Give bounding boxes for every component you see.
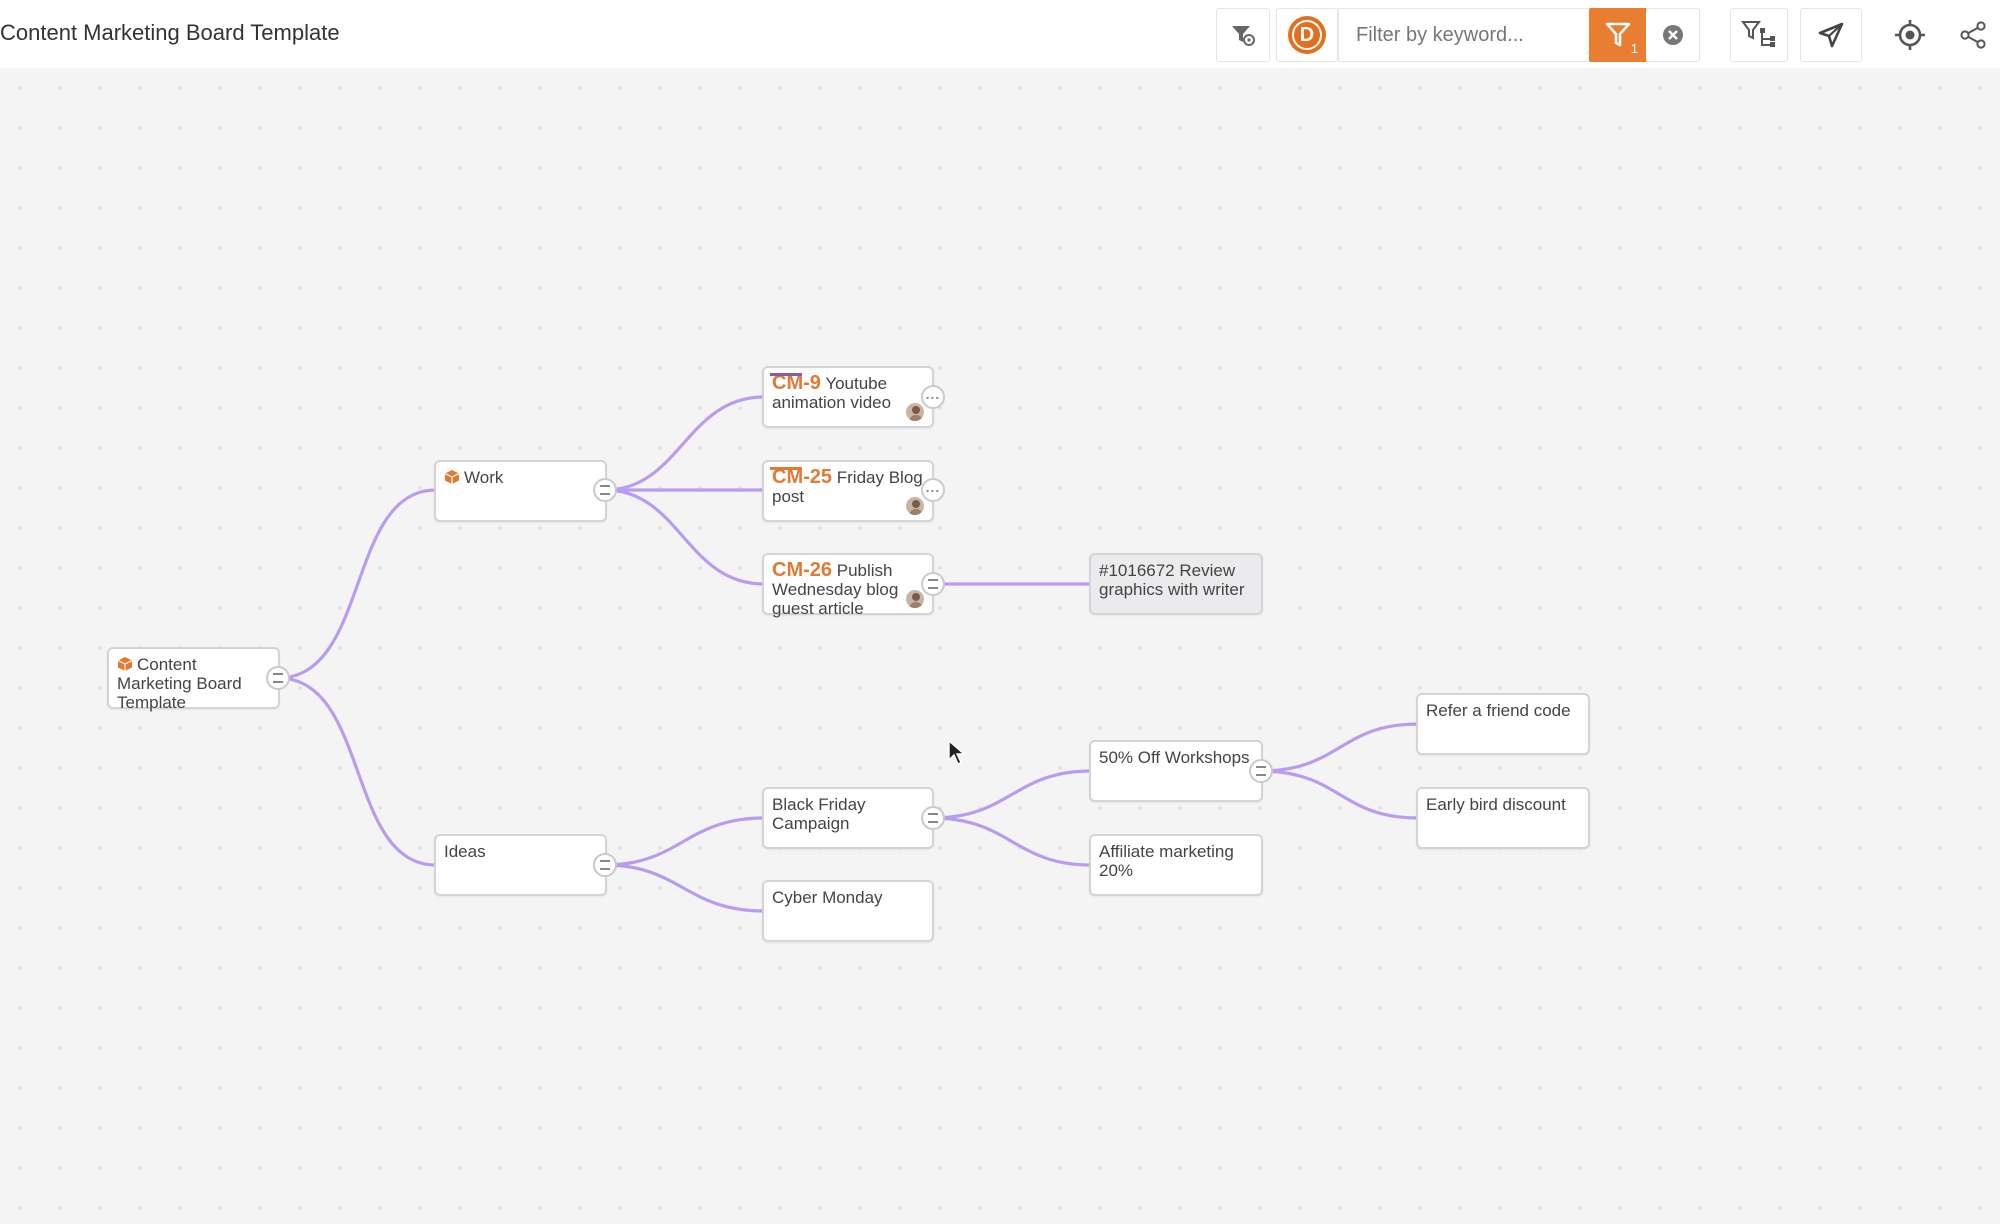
node-workshops[interactable]: 50% Off Workshops — [1089, 740, 1263, 802]
clear-search-button[interactable] — [1646, 8, 1700, 62]
node-cyber-monday-label: Cyber Monday — [772, 888, 883, 907]
board-title: Content Marketing Board Template — [0, 20, 340, 45]
node-early-bird[interactable]: Early bird discount — [1416, 787, 1590, 849]
issue-key: CM-25 — [772, 466, 833, 488]
search-box — [1338, 8, 1590, 62]
board-cube-icon — [117, 657, 133, 671]
expand-toggle-cm25[interactable]: ... — [921, 478, 945, 502]
collapse-toggle-root[interactable] — [266, 666, 290, 690]
node-ideas-label: Ideas — [444, 842, 486, 861]
issue-key: CM-9 — [772, 372, 821, 394]
node-black-friday-label: Black Friday Campaign — [772, 795, 866, 833]
collapse-toggle-cm26[interactable] — [921, 572, 945, 596]
node-black-friday[interactable]: Black Friday Campaign — [762, 787, 934, 849]
mindmap-canvas[interactable] — [0, 68, 2000, 1224]
search-input[interactable] — [1339, 9, 1590, 61]
node-cm9-label: Youtube animation video — [772, 374, 892, 412]
node-affiliate-label: Affiliate marketing 20% — [1099, 842, 1234, 880]
collapse-toggle-work[interactable] — [593, 478, 617, 502]
node-refer-friend[interactable]: Refer a friend code — [1416, 693, 1590, 755]
assignee-avatar — [904, 401, 926, 423]
priority-bar — [770, 373, 802, 376]
node-cm26-label: Publish Wednesday blog guest article — [772, 561, 899, 618]
node-root[interactable]: Content Marketing Board Template — [107, 647, 280, 712]
close-circle-icon — [1662, 25, 1683, 45]
crosshair-icon — [1895, 20, 1925, 50]
node-cm25-label: Friday Blog post — [772, 468, 923, 506]
mouse-cursor-icon — [948, 740, 966, 765]
node-review[interactable]: #1016672 Review graphics with writer — [1089, 553, 1263, 615]
send-icon — [1818, 22, 1844, 48]
board-cube-icon — [444, 470, 460, 484]
active-filter-button[interactable]: 1 — [1589, 8, 1647, 62]
filter-count-badge: 1 — [1630, 41, 1638, 56]
issue-key: CM-26 — [772, 559, 833, 581]
node-ideas[interactable]: Ideas — [434, 834, 607, 896]
filter-settings-icon — [1232, 26, 1255, 46]
assignee-avatar — [904, 495, 926, 517]
node-affiliate[interactable]: Affiliate marketing 20% — [1089, 834, 1263, 896]
expand-toggle-cm9[interactable]: ... — [921, 385, 945, 409]
clear-filter-button[interactable] — [1216, 8, 1270, 62]
avatar-initial: D — [1292, 20, 1322, 50]
filter-icon — [1605, 22, 1631, 47]
node-cm26[interactable]: CM-26 Publish Wednesday blog guest artic… — [762, 553, 934, 618]
collapse-toggle-black-friday[interactable] — [921, 806, 945, 830]
node-refer-friend-label: Refer a friend code — [1426, 701, 1571, 720]
collapse-toggle-workshops[interactable] — [1249, 759, 1273, 783]
node-workshops-label: 50% Off Workshops — [1099, 748, 1250, 767]
node-work-label: Work — [464, 468, 504, 487]
node-cyber-monday[interactable]: Cyber Monday — [762, 880, 934, 942]
user-filter-button[interactable]: D — [1276, 8, 1338, 62]
node-early-bird-label: Early bird discount — [1426, 795, 1566, 814]
locate-button[interactable] — [1882, 8, 1938, 62]
collapse-toggle-ideas[interactable] — [593, 853, 617, 877]
share-button[interactable] — [1948, 8, 1998, 62]
top-bar: Content Marketing Board Template D 1 — [0, 0, 2000, 68]
avatar: D — [1288, 16, 1326, 54]
assignee-avatar — [904, 588, 926, 610]
share-send-button[interactable] — [1800, 8, 1862, 62]
node-cm9[interactable]: CM-9 Youtube animation video — [762, 366, 934, 428]
share-icon — [1960, 21, 1986, 49]
node-work[interactable]: Work — [434, 460, 607, 522]
node-review-label: #1016672 Review graphics with writer — [1099, 561, 1245, 599]
filter-tree-button[interactable] — [1730, 8, 1788, 62]
filter-tree-icon — [1741, 21, 1775, 47]
node-cm25[interactable]: CM-25 Friday Blog post — [762, 460, 934, 522]
node-root-label: Content Marketing Board Template — [117, 655, 242, 712]
priority-bar — [770, 467, 802, 470]
